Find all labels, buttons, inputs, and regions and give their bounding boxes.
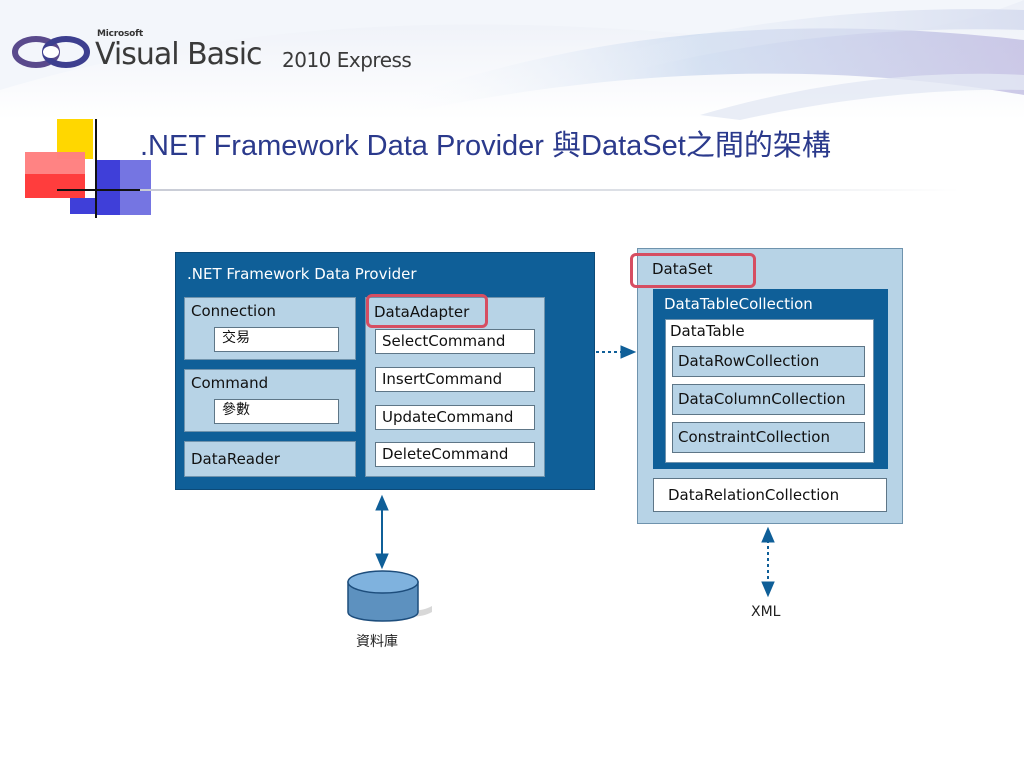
title-decoration-icon	[25, 119, 151, 218]
visual-studio-logo-icon	[12, 36, 90, 68]
title-divider	[140, 189, 960, 191]
datacolumncollection-box: DataColumnCollection	[672, 384, 865, 415]
title-part-1: .NET Framework Data Provider	[140, 130, 553, 162]
logo-microsoft-text: Microsoft	[97, 29, 143, 39]
update-command-box: UpdateCommand	[375, 405, 535, 430]
data-provider-title: .NET Framework Data Provider	[187, 265, 417, 283]
command-label: Command	[191, 374, 269, 392]
dataset-highlight	[630, 253, 756, 288]
dataadapter-label: DataAdapter	[374, 303, 470, 321]
connection-transaction-box: 交易	[214, 327, 339, 352]
dataadapter-highlight	[366, 294, 488, 328]
title-part-3: DataSet	[581, 130, 686, 162]
datareader-box	[184, 441, 356, 477]
xml-label: XML	[751, 604, 781, 620]
datatable-label: DataTable	[670, 322, 745, 340]
database-icon	[347, 570, 432, 622]
connection-label: Connection	[191, 302, 276, 320]
logo-edition: 2010 Express	[282, 48, 412, 72]
delete-command-box: DeleteCommand	[375, 442, 535, 467]
title-part-2: 與	[552, 128, 582, 162]
datarelationcollection-box: DataRelationCollection	[653, 478, 887, 512]
command-parameters-box: 參數	[214, 399, 339, 424]
constraintcollection-box: ConstraintCollection	[672, 422, 865, 453]
logo-product-name: Visual Basic	[95, 37, 263, 72]
datatablecollection-label: DataTableCollection	[664, 295, 813, 313]
page-title: .NET Framework Data Provider 與DataSet之間的…	[140, 122, 831, 164]
title-part-4: 之間的架構	[685, 128, 831, 162]
select-command-box: SelectCommand	[375, 329, 535, 354]
database-label: 資料庫	[356, 634, 398, 650]
insert-command-box: InsertCommand	[375, 367, 535, 392]
dataset-label: DataSet	[652, 260, 713, 278]
datarowcollection-box: DataRowCollection	[672, 346, 865, 377]
datareader-label: DataReader	[191, 450, 280, 468]
